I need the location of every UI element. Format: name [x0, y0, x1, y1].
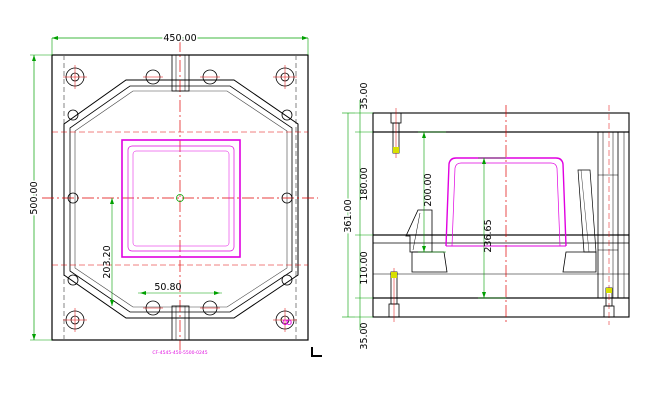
dim-width-label: 450.00 [163, 33, 196, 44]
dim-top-plate-label: 35.00 [359, 82, 370, 109]
cavity-outer [121, 139, 241, 258]
bolt-hole [67, 192, 293, 204]
bolt-hole [67, 109, 293, 121]
corner-bracket-icon [311, 347, 322, 357]
dim-height: 500.00 [28, 54, 52, 341]
octagon-inner2 [74, 90, 288, 308]
bottom-slot [171, 305, 190, 341]
top-plate-outline [51, 54, 309, 341]
cavity-inner2 [132, 150, 230, 247]
slider-left [405, 209, 433, 253]
bolt-hole [67, 274, 293, 286]
side-lower-block [372, 234, 630, 299]
dim-bottom-plate-label: 35.00 [359, 322, 370, 349]
dim-upper-label: 180.00 [359, 167, 370, 200]
corner-mark-icon: ꝏ [282, 317, 292, 328]
slider-base-right [562, 251, 597, 273]
side-dims-left [342, 100, 373, 330]
dim-slot: 50.80 [138, 282, 222, 295]
octagon-outer [63, 79, 299, 319]
dim-cavity [478, 157, 506, 299]
side-view: 35.00 180.00 361.00 110.00 35.00 200.00 … [342, 82, 630, 350]
side-right-column [597, 131, 619, 299]
dim-offset-label: 203.20 [102, 245, 113, 278]
dim-offset: 203.20 [102, 198, 114, 306]
dim-lower-label: 110.00 [359, 251, 370, 284]
sprue-circle [176, 194, 184, 202]
slider-base-left [411, 251, 448, 273]
dim-width: 450.00 [51, 32, 309, 55]
top-slot [171, 54, 190, 92]
octagon-inner [69, 85, 293, 313]
slider-right [577, 169, 597, 253]
top-view: 450.00 500.00 203.20 50.80 ꝏ CF- [28, 32, 322, 357]
dim-cavity-label: 236.65 [483, 219, 494, 252]
guide-pin-bottom-left [388, 268, 400, 322]
dim-total-label: 361.00 [343, 199, 354, 232]
guide-pin-bottom-right [603, 287, 615, 318]
drawing-caption: CF-4545-450-5500-0245 [152, 350, 207, 356]
side-upper-block [372, 131, 630, 236]
dim-pocket-label: 200.00 [423, 173, 434, 206]
guide-pin-top-left [390, 108, 402, 158]
dim-pocket [418, 131, 446, 253]
side-top-plate [372, 112, 630, 133]
side-bottom-plate [372, 297, 630, 318]
cavity-inner [127, 145, 235, 252]
bolt-center-marks [63, 65, 297, 332]
dim-slot-label: 50.80 [154, 282, 181, 293]
dim-height-label: 500.00 [29, 181, 40, 214]
